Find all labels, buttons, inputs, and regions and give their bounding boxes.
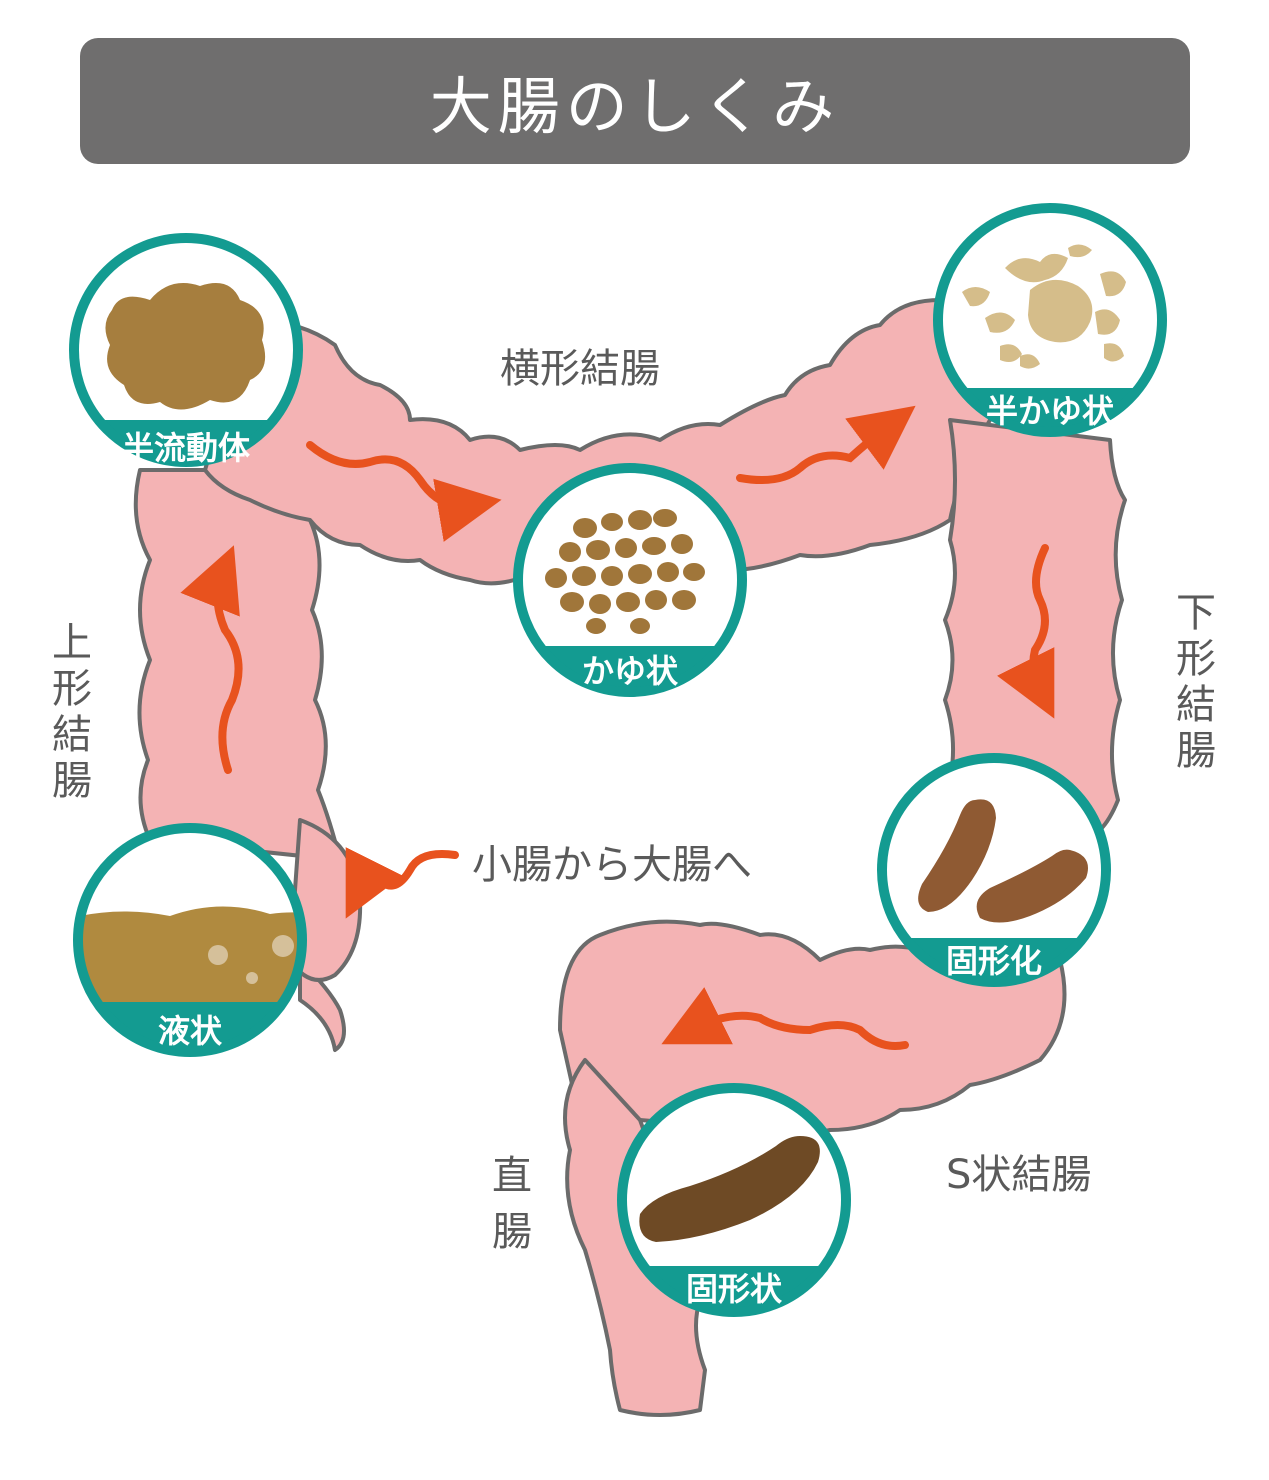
label-descending-colon: 下形結腸 [1176,590,1216,774]
stage-badge-semi-porridge: 半かゆ状 [933,203,1167,437]
stage-badge-semi-fluid: 半流動体 [69,233,303,467]
arrow-flow-icon [736,405,916,484]
arrow-flow-icon [345,847,459,919]
label-rectum: 直腸 [492,1153,532,1255]
intestine-body [133,298,1127,1417]
label-transverse-colon: 横形結腸 [500,346,660,392]
stage-badge-solidifying: 固形化 [877,753,1111,987]
arrow-flow-icon [661,987,909,1050]
stool-icon [918,799,1088,923]
transverse-colon [203,298,1002,586]
stage-label-liquid: 液状 [158,1012,223,1050]
stage-label-solidifying: 固形化 [946,942,1042,980]
appendix [298,958,346,1052]
arrow-flow-icon [306,441,502,542]
stool-icon [105,283,266,410]
title-bar: 大腸のしくみ [80,38,1190,164]
label-small-to-large: 小腸から大腸へ [472,842,752,888]
flow-arrows [180,405,1055,1050]
stage-badge-liquid: 液状 [73,823,307,1057]
stool-icon [545,509,705,634]
cecum [288,818,363,982]
stage-badge-solid: 固形状 [617,1083,851,1317]
descending-colon [943,418,1127,832]
stool-icon [639,1136,820,1242]
page-title: 大腸のしくみ [429,70,841,143]
stage-badge-porridge: かゆ状 [513,463,747,697]
stage-label-porridge: かゆ状 [582,652,679,690]
stage-label-solid: 固形状 [686,1270,783,1308]
stage-label-semi-fluid: 半流動体 [122,429,250,467]
arrow-flow-icon [997,544,1055,719]
label-sigmoid-colon: S状結腸 [946,1152,1092,1198]
stool-icon [962,244,1126,369]
label-ascending-colon: 上形結腸 [52,620,92,804]
arrow-flow-icon [180,545,243,774]
stage-label-semi-porridge: 半かゆ状 [986,392,1115,430]
